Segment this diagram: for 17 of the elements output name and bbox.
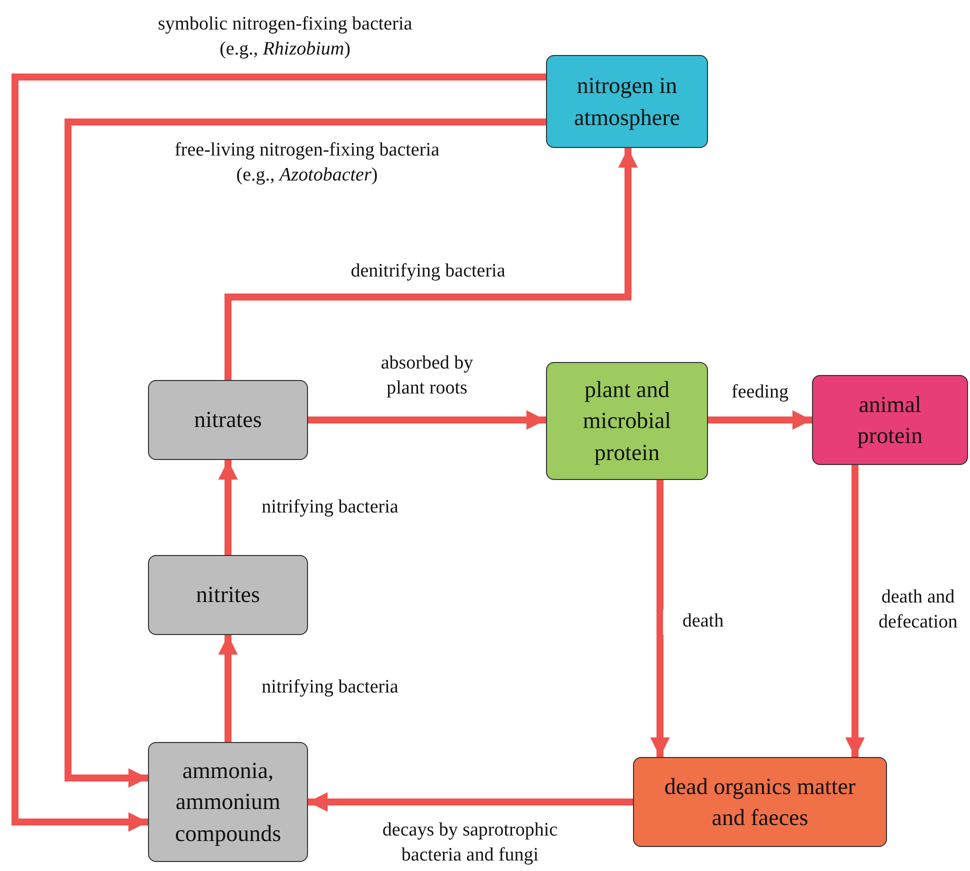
process-box: nitrogen in atmosphere [546,55,708,148]
arrow [308,792,633,812]
process-box: ammonia, ammonium compounds [148,742,308,862]
process-box: animal protein [812,375,968,465]
arrow [12,74,546,832]
arrow [308,410,546,430]
arrow [218,460,238,555]
process-box: dead organics matter and faeces [633,757,887,847]
arrow [845,465,865,757]
arrow [64,118,546,788]
process-box: plant and microbial protein [546,362,708,480]
process-box: nitrites [148,555,308,635]
arrow [218,635,238,742]
arrow [708,410,812,430]
arrow [650,480,670,757]
arrow [224,148,638,380]
process-box: nitrates [148,380,308,460]
